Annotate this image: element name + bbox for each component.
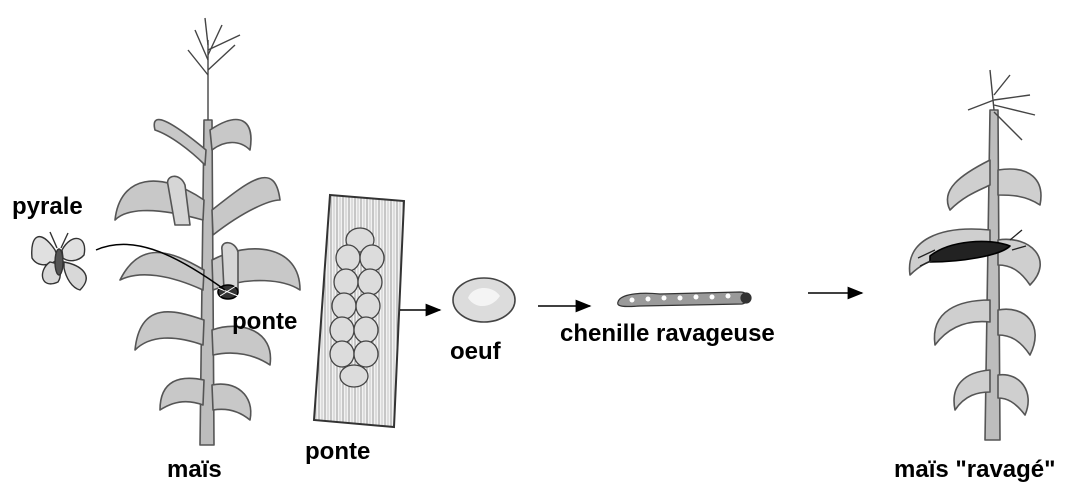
single-egg — [453, 278, 515, 322]
maize-tassel-damaged — [968, 70, 1035, 140]
label-ponte-strip: ponte — [305, 440, 370, 464]
label-pyrale: pyrale — [12, 195, 83, 219]
maize-tassel — [188, 18, 240, 120]
maize-plant-healthy — [115, 18, 300, 445]
label-oeuf: oeuf — [450, 340, 501, 364]
maize-plant-damaged — [910, 70, 1041, 440]
egg-strip — [314, 195, 404, 427]
label-mais-ravage: maïs "ravagé" — [894, 458, 1056, 482]
label-chenille-ravageuse: chenille ravageuse — [560, 322, 775, 346]
label-mais: maïs — [167, 458, 222, 482]
caterpillar — [618, 292, 751, 307]
label-ponte-on-plant: ponte — [232, 310, 297, 334]
pyrale-moth — [32, 232, 86, 290]
